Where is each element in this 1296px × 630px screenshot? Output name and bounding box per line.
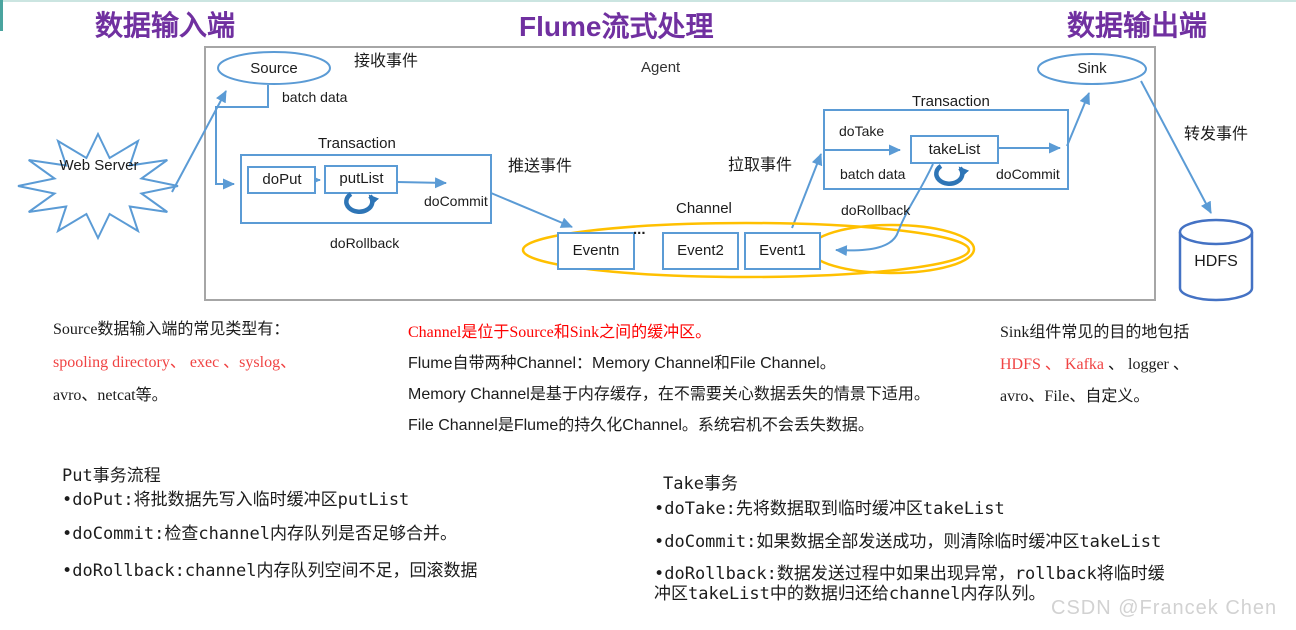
title-data-input: 数据输入端 xyxy=(95,10,236,41)
sink-note-line3: avro、File、自定义。 xyxy=(1000,388,1150,405)
takelist-label: takeList xyxy=(928,141,981,158)
channel-note-line2: Flume自带两种Channel：Memory Channel和File Cha… xyxy=(408,355,836,372)
pull-event-label: 拉取事件 xyxy=(728,157,793,174)
channel-note-line3: Memory Channel是基于内存缓存，在不需要关心数据丢失的情景下适用。 xyxy=(408,386,930,403)
take-flow-title: Take事务 xyxy=(663,474,738,494)
source-note: Source数据输入端的常见类型有： spooling directory、 e… xyxy=(53,320,363,419)
putlist-label: putList xyxy=(339,170,384,187)
sink-note-line1: Sink组件常见的目的地包括 xyxy=(1000,324,1190,341)
docommit-right-label: doCommit xyxy=(996,166,1060,182)
docommit-left-label: doCommit xyxy=(424,193,488,209)
source-note-line1: Source数据输入端的常见类型有： xyxy=(53,321,290,338)
top-rule xyxy=(0,0,1296,2)
take-flow-item: •doCommit:如果数据全部发送成功，则清除临时缓冲区takeList xyxy=(654,532,1162,552)
receive-event-label: 接收事件 xyxy=(354,53,419,70)
hdfs-cylinder-top xyxy=(1178,218,1254,246)
source-ellipse xyxy=(217,51,331,85)
channel-note-line4: File Channel是Flume的持久化Channel。系统宕机不会丢失数据… xyxy=(408,417,874,434)
title-data-output: 数据输出端 xyxy=(1067,10,1208,41)
sink-note-line2-rest: 、 logger 、 xyxy=(1104,356,1189,373)
dorollback-right-label: doRollback xyxy=(841,202,911,218)
dorollback-left-label: doRollback xyxy=(330,235,400,251)
left-edge-tick xyxy=(0,0,3,31)
takelist-box xyxy=(910,135,999,164)
title-flume-processing: Flume流式处理 xyxy=(519,11,714,42)
agent-frame xyxy=(204,46,1156,301)
push-event-label: 推送事件 xyxy=(508,158,573,175)
csdn-watermark: CSDN @Francek Chen xyxy=(1051,597,1278,619)
source-note-line3: avro、netcat等。 xyxy=(53,387,168,404)
put-flow-block: Put事务流程 •doPut:将批数据先写入临时缓冲区putList •doCo… xyxy=(62,466,492,581)
source-note-line2: spooling directory、 exec 、syslog、 xyxy=(53,354,297,371)
take-flow-block: Take事务 •doTake:先将数据取到临时缓冲区takeList •doCo… xyxy=(654,474,1176,604)
transaction-right-label: Transaction xyxy=(912,93,990,110)
channel-note-line1: Channel是位于Source和Sink之间的缓冲区。 xyxy=(408,324,712,341)
putlist-loop-icon xyxy=(344,192,380,214)
event1-to-transaction-arrow xyxy=(791,153,823,229)
take-flow-item: •doRollback:数据发送过程中如果出现异常，rollback将临时缓冲区… xyxy=(654,564,1165,604)
channel-ellipse xyxy=(521,221,971,279)
web-server-star xyxy=(17,131,179,241)
transaction-to-sink-arrow xyxy=(1066,92,1090,147)
transaction-right-box xyxy=(823,109,1069,190)
event1-box xyxy=(744,232,821,270)
dorollback-curve-arrow xyxy=(835,163,934,257)
put-flow-item: •doRollback:channel内存队列空间不足，回滚数据 xyxy=(62,561,478,581)
channel-label: Channel xyxy=(676,200,732,217)
source-label: Source xyxy=(250,60,298,77)
events-ellipsis: ... xyxy=(633,221,646,238)
put-flow-item: •doCommit:检查channel内存队列是否足够合并。 xyxy=(62,524,457,544)
sink-to-hdfs-arrow xyxy=(1140,80,1212,214)
takelist-loop-icon xyxy=(934,164,970,186)
batch-data-left-label: batch data xyxy=(282,89,348,105)
event2-box xyxy=(662,232,739,270)
channel-rollback-ellipse xyxy=(808,223,976,275)
transaction-to-channel-arrow xyxy=(490,192,573,228)
sink-label: Sink xyxy=(1077,60,1107,77)
sink-ellipse xyxy=(1037,53,1147,85)
eventn-label: Eventn xyxy=(572,242,620,259)
channel-note: Channel是位于Source和Sink之间的缓冲区。 Flume自带两种Ch… xyxy=(408,323,988,449)
putlist-docommit-arrow xyxy=(396,177,447,189)
transaction-left-label: Transaction xyxy=(318,135,396,152)
eventn-box xyxy=(557,232,635,270)
hdfs-cylinder-body xyxy=(1178,232,1254,302)
event1-label: Event1 xyxy=(759,242,806,259)
forward-event-label: 转发事件 xyxy=(1184,126,1249,143)
batch-data-right-label: batch data xyxy=(840,166,906,182)
doput-label: doPut xyxy=(262,171,302,188)
put-flow-item: •doPut:将批数据先写入临时缓冲区putList xyxy=(62,490,410,510)
take-flow-item: •doTake:先将数据取到临时缓冲区takeList xyxy=(654,499,1005,519)
doput-box xyxy=(247,166,316,194)
sink-note: Sink组件常见的目的地包括 HDFS 、 Kafka 、 logger 、 a… xyxy=(1000,323,1290,420)
putlist-box xyxy=(324,165,398,194)
sink-note-line2-red: HDFS 、 Kafka xyxy=(1000,356,1104,373)
sink-note-line2: HDFS 、 Kafka 、 logger 、 xyxy=(1000,355,1290,375)
source-to-transaction-arrow xyxy=(215,85,269,190)
dotake-label: doTake xyxy=(839,123,885,139)
event2-label: Event2 xyxy=(677,242,724,259)
put-flow-title: Put事务流程 xyxy=(62,466,161,486)
web-server-label: Web Server xyxy=(59,157,139,174)
agent-label: Agent xyxy=(641,59,681,76)
transaction-left-box xyxy=(240,154,492,224)
hdfs-label: HDFS xyxy=(1194,253,1238,270)
